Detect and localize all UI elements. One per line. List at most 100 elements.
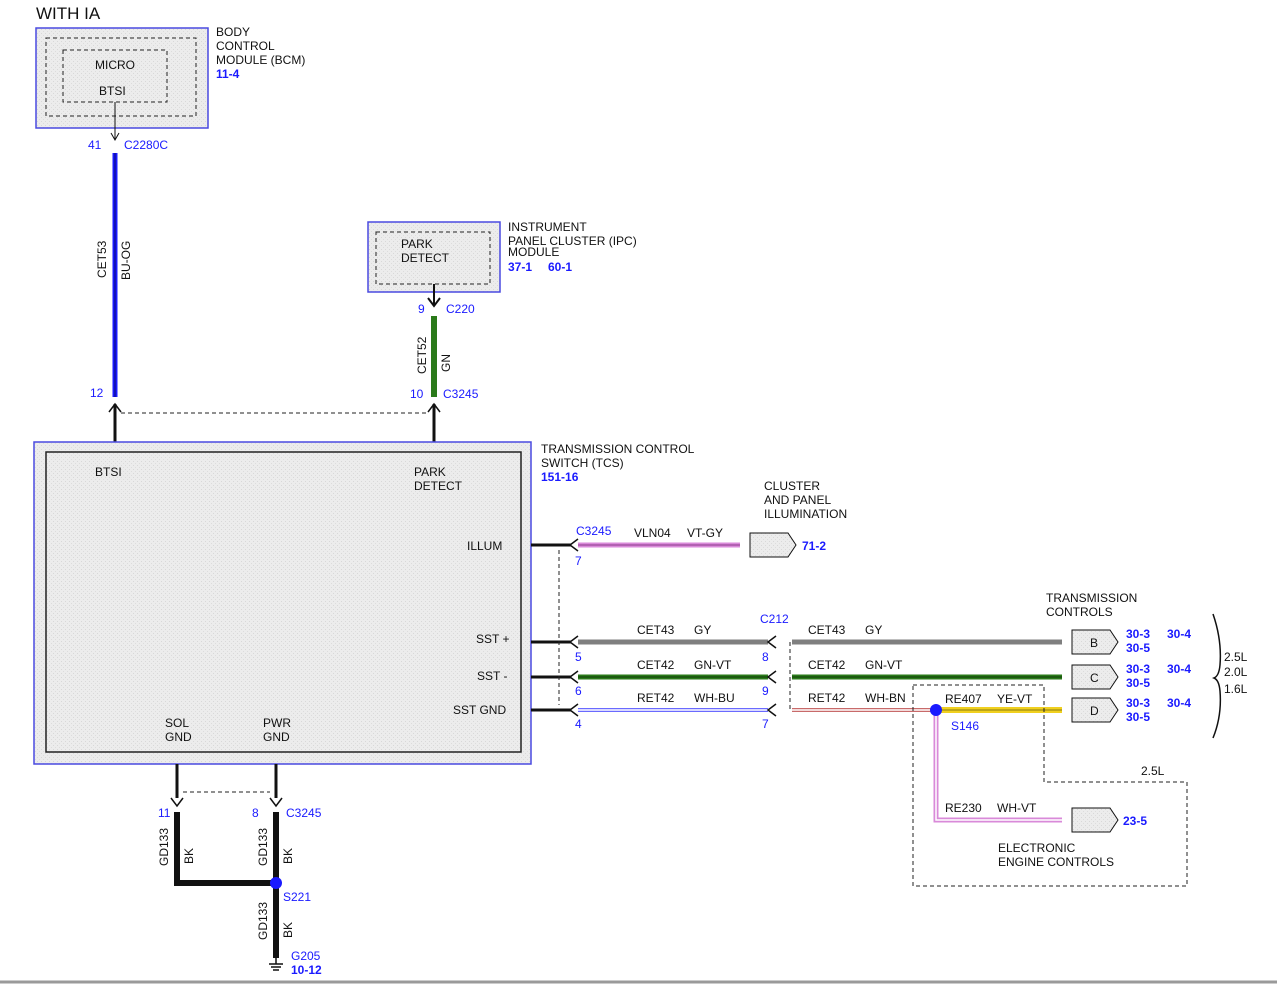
s221-name: S221: [283, 890, 311, 904]
connector-c-ref-link[interactable]: 30-5: [1126, 676, 1150, 690]
cluster-ref-link[interactable]: 71-2: [802, 539, 826, 553]
c3245-bottom-arrow-icon: [269, 797, 283, 808]
tcs-park-label: PARK: [414, 465, 446, 479]
c220-name: C220: [446, 302, 475, 316]
c3245-right-pin: 7: [575, 554, 582, 568]
ground-symbol-icon: [269, 958, 283, 971]
c3245-top-pin: 12: [90, 386, 104, 400]
ground-ref-link[interactable]: 10-12: [291, 963, 322, 977]
bcm-module[interactable]: MICRO BTSI: [35, 27, 209, 129]
c3245-sst-minus-arrow-icon: [568, 670, 579, 684]
bcm-ref-link[interactable]: 11-4: [216, 67, 240, 81]
connector-d-icon[interactable]: [1071, 697, 1119, 723]
c3245-sst-gnd-arrow-icon: [568, 703, 579, 717]
cluster-connector-icon[interactable]: [749, 532, 797, 558]
c2280c-arrow-icon: [110, 132, 120, 142]
engine-brace-icon: [1211, 613, 1222, 739]
tcs-sst-plus-label: SST +: [476, 632, 509, 646]
engine-box-label: 2.5L: [1141, 764, 1165, 778]
c3245-bottom-pin: 11: [158, 806, 171, 820]
c220-pin: 9: [418, 302, 425, 316]
c212-arrow-icon: [766, 703, 777, 717]
cluster-label-line: AND PANEL: [764, 493, 831, 507]
ipc-ref-link[interactable]: 60-1: [548, 260, 572, 274]
engine-option: 1.6L: [1224, 682, 1248, 696]
tcs-btsi-label: BTSI: [95, 465, 122, 479]
wire-cet42-right-color: GN-VT: [865, 658, 903, 672]
connector-c-icon[interactable]: [1071, 664, 1119, 690]
connector-c-ref-link[interactable]: 30-3: [1126, 662, 1150, 676]
wire-re407-circuit: RE407: [945, 692, 982, 706]
connector-c-ref-link[interactable]: 30-4: [1167, 662, 1191, 676]
tcs-detect-label: DETECT: [414, 479, 463, 493]
wire-gd133-circuit: GD133: [157, 828, 171, 866]
wire-cet52-circuit: CET52: [415, 336, 429, 374]
wire-gd133-circuit: GD133: [256, 828, 270, 866]
wire-re230-circuit: RE230: [945, 801, 982, 815]
ipc-module[interactable]: PARK DETECT: [367, 221, 501, 293]
eec-connector-icon[interactable]: [1071, 807, 1119, 833]
wire-ret42-left-circuit: RET42: [637, 691, 675, 705]
wire-cet43-left-color: GY: [694, 623, 711, 637]
wire-cet53-circuit: CET53: [95, 240, 109, 278]
tcs-pwr-gnd-label: GND: [263, 730, 290, 744]
connector-d-ref-link[interactable]: 30-3: [1126, 696, 1150, 710]
cluster-label-line: CLUSTER: [764, 479, 820, 493]
tcs-sst-gnd-label: SST GND: [453, 703, 506, 717]
connector-b-ref-link[interactable]: 30-4: [1167, 627, 1191, 641]
connector-b-ref-link[interactable]: 30-5: [1126, 641, 1150, 655]
tcs-ref-link[interactable]: 151-16: [541, 470, 579, 484]
trans-controls-label-line: CONTROLS: [1046, 605, 1113, 619]
wire-gd133-color: BK: [281, 922, 295, 938]
wire-cet43-right-circuit: CET43: [808, 623, 846, 637]
c3245-bottom-name: C3245: [286, 806, 322, 820]
wire-cet43-left-circuit: CET43: [637, 623, 675, 637]
c3245-bottom-pin: 8: [252, 806, 259, 820]
trans-controls-label-line: TRANSMISSION: [1046, 591, 1137, 605]
eec-label-line: ELECTRONIC: [998, 841, 1076, 855]
wire-gd133-color: BK: [281, 848, 295, 864]
engine-option-box: [912, 684, 1188, 887]
connector-d-ref-link[interactable]: 30-5: [1126, 710, 1150, 724]
wire-cet43-right-color: GY: [865, 623, 882, 637]
tcs-module[interactable]: [33, 441, 532, 765]
ipc-park-label: PARK: [401, 237, 433, 251]
wire-vln04-circuit: VLN04: [634, 526, 671, 540]
connector-b-icon[interactable]: [1071, 629, 1119, 655]
bcm-micro-label: MICRO: [95, 58, 135, 72]
wire-cet53-color: BU-OG: [119, 241, 133, 280]
tcs-name-line: SWITCH (TCS): [541, 456, 624, 470]
c3245-top-name: C3245: [443, 387, 479, 401]
ground-name: G205: [291, 949, 321, 963]
c3245-right-pin: 6: [575, 684, 582, 698]
tcs-sst-minus-label: SST -: [477, 669, 507, 683]
connector-b-letter: B: [1090, 636, 1098, 650]
eec-ref-link[interactable]: 23-5: [1123, 814, 1147, 828]
page-title: WITH IA: [36, 4, 101, 23]
c3245-top-pin: 10: [410, 387, 424, 401]
tcs-pwr-label: PWR: [263, 716, 291, 730]
c2280c-pin: 41: [88, 138, 102, 152]
s221-splice-dot: [270, 877, 282, 889]
wire-ret42-left-color: WH-BU: [694, 691, 735, 705]
cluster-label-line: ILLUMINATION: [764, 507, 847, 521]
wire-gd133-circuit: GD133: [256, 902, 270, 940]
wire-ret42-right-circuit: RET42: [808, 691, 846, 705]
wire-re230[interactable]: [933, 710, 1062, 823]
c212-pin: 7: [762, 717, 769, 731]
connector-b-ref-link[interactable]: 30-3: [1126, 627, 1150, 641]
connector-d-letter: D: [1090, 704, 1099, 718]
connector-d-ref-link[interactable]: 30-4: [1167, 696, 1191, 710]
c3245-sst-plus-arrow-icon: [568, 635, 579, 649]
ipc-ref-link[interactable]: 37-1: [508, 260, 532, 274]
c212-arrow-icon: [766, 670, 777, 684]
wire-vln04-color: VT-GY: [687, 526, 723, 540]
engine-option: 2.5L: [1224, 650, 1248, 664]
ipc-name-line: PANEL CLUSTER (IPC): [508, 234, 637, 248]
wire-ret42-right-color: WH-BN: [865, 691, 906, 705]
wire-cet42-left-color: GN-VT: [694, 658, 732, 672]
c3245-right-pin: 4: [575, 717, 582, 731]
s146-name: S146: [951, 719, 979, 733]
wire-cet52-color: GN: [439, 354, 453, 372]
tcs-name-line: TRANSMISSION CONTROL: [541, 442, 695, 456]
